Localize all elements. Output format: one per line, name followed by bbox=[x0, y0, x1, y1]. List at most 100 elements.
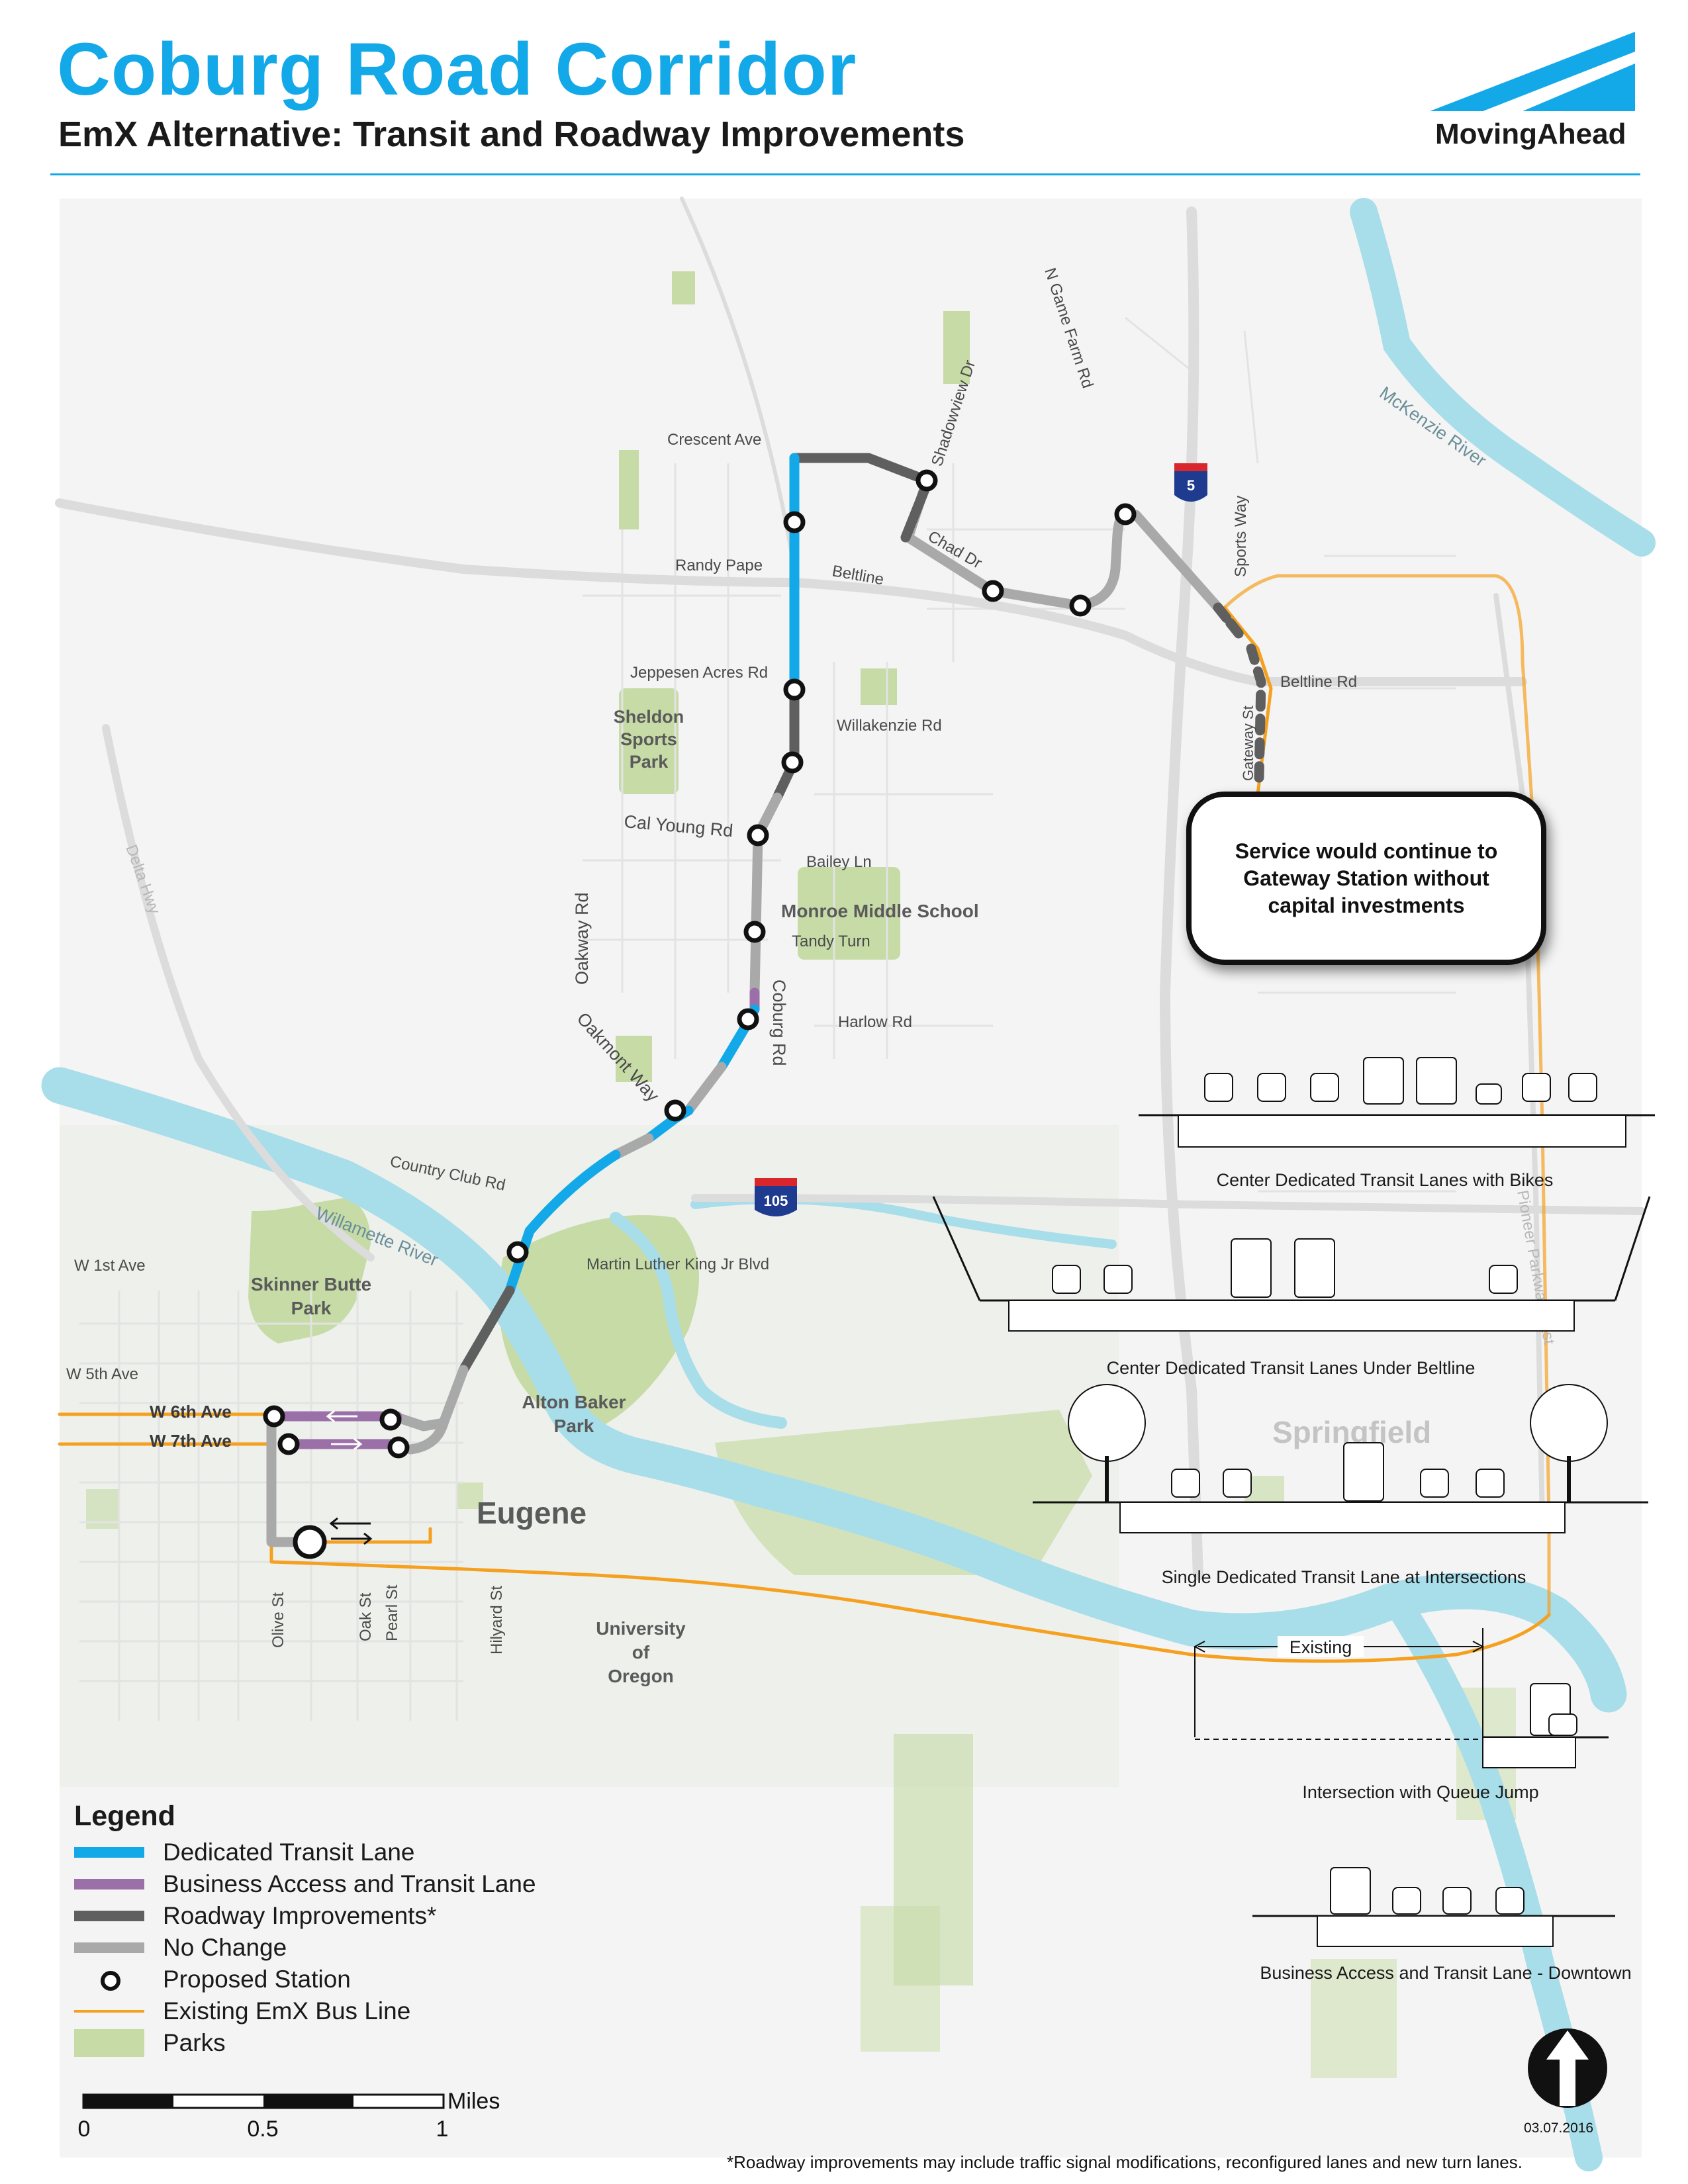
highway-5-shield: 5 bbox=[1174, 463, 1207, 502]
map-date: 03.07.2016 bbox=[1524, 2120, 1594, 2136]
station[interactable] bbox=[783, 678, 806, 701]
legend-label: Proposed Station bbox=[163, 1966, 351, 1993]
legend-swatch bbox=[74, 1938, 144, 1958]
station[interactable] bbox=[1114, 503, 1137, 525]
station[interactable] bbox=[743, 921, 766, 943]
legend-title: Legend bbox=[74, 1800, 175, 1832]
label-line: Park bbox=[554, 1416, 594, 1436]
cross-section-3: Single Dedicated Transit Lane at Interse… bbox=[1033, 1384, 1648, 1587]
station[interactable] bbox=[263, 1405, 285, 1428]
label-line: Park bbox=[291, 1298, 332, 1318]
cross-section-title: Center Dedicated Transit Lanes with Bike… bbox=[1217, 1170, 1554, 1190]
legend-label: No Change bbox=[163, 1934, 287, 1961]
legend-swatch bbox=[74, 1970, 144, 1991]
legend-symbol bbox=[74, 2010, 144, 2013]
roadway-improvements-segment[interactable] bbox=[458, 1285, 515, 1375]
street-label: Jeppesen Acres Rd bbox=[630, 664, 768, 682]
street-label: Gateway St bbox=[1240, 705, 1256, 781]
station[interactable] bbox=[737, 1008, 759, 1030]
legend-symbol bbox=[74, 1879, 144, 1889]
street-label: Willakenzie Rd bbox=[837, 717, 942, 735]
legend-label: Dedicated Transit Lane bbox=[163, 1839, 415, 1866]
station[interactable] bbox=[982, 580, 1004, 602]
legend-swatch bbox=[74, 1906, 144, 1926]
station[interactable] bbox=[664, 1099, 686, 1122]
no-change-segment[interactable] bbox=[749, 830, 763, 998]
street-label: Pearl St bbox=[383, 1584, 401, 1641]
cross-section-5: Business Access and Transit Lane - Downt… bbox=[1252, 1867, 1632, 1983]
station[interactable] bbox=[915, 469, 938, 492]
legend-item: No Change bbox=[74, 1932, 604, 1964]
no-change-segment[interactable] bbox=[683, 1062, 727, 1116]
legend-item: Roadway Improvements* bbox=[74, 1900, 604, 1932]
legend-item: Existing EmX Bus Line bbox=[74, 1995, 604, 2027]
cross-section-4: Existing Intersection with Queue Jump bbox=[1193, 1628, 1609, 1802]
station-symbol-icon bbox=[101, 1971, 120, 1991]
station[interactable] bbox=[379, 1408, 402, 1431]
street-label: W 1st Ave bbox=[74, 1257, 146, 1275]
brand-name: MovingAhead bbox=[1435, 118, 1626, 150]
street-label: Martin Luther King Jr Blvd bbox=[586, 1255, 769, 1273]
cross-section-2: Center Dedicated Transit Lanes Under Bel… bbox=[932, 1196, 1651, 1378]
legend-item: Proposed Station bbox=[74, 1964, 604, 1995]
north-arrow-icon bbox=[1528, 2028, 1607, 2108]
station[interactable] bbox=[277, 1433, 300, 1455]
street-label: Randy Pape bbox=[675, 557, 763, 574]
highway-105-label: 105 bbox=[764, 1193, 788, 1209]
station[interactable] bbox=[783, 511, 806, 533]
dedicated-transit-lane-segment[interactable] bbox=[504, 1150, 621, 1296]
legend-symbol bbox=[74, 1942, 144, 1953]
gateway-callout: Service would continue to Gateway Statio… bbox=[1186, 792, 1546, 965]
transit-center-arrows bbox=[329, 1517, 373, 1545]
cross-section-title: Center Dedicated Transit Lanes Under Bel… bbox=[1107, 1358, 1476, 1378]
direction-arrows bbox=[326, 1410, 363, 1451]
scale-bar: Miles 0 0.5 1 bbox=[78, 2089, 500, 2142]
label-line: Sports bbox=[620, 729, 677, 749]
cross-section-title: Business Access and Transit Lane - Downt… bbox=[1260, 1963, 1631, 1983]
station[interactable] bbox=[387, 1436, 410, 1459]
proposed-stations[interactable] bbox=[263, 469, 1137, 1559]
transit-center-station[interactable] bbox=[293, 1525, 327, 1559]
cross-section-1: Center Dedicated Transit Lanes with Bike… bbox=[1139, 1057, 1655, 1190]
page-title: Coburg Road Corridor bbox=[57, 28, 857, 111]
legend-swatch bbox=[74, 1843, 144, 1862]
legend-swatch bbox=[74, 2029, 144, 2057]
station[interactable] bbox=[781, 751, 804, 774]
station[interactable] bbox=[1069, 594, 1092, 617]
station[interactable] bbox=[506, 1241, 529, 1263]
callout-text: Service would continue to Gateway Statio… bbox=[1235, 839, 1498, 917]
roadway-improvements-segment[interactable] bbox=[1213, 602, 1246, 642]
label-line: of bbox=[632, 1642, 650, 1662]
footnote: *Roadway improvements may include traffi… bbox=[727, 2152, 1523, 2172]
scale-tick: 0 bbox=[78, 2116, 91, 2142]
queue-jump-existing-label: Existing bbox=[1289, 1637, 1352, 1657]
scale-tick: 0.5 bbox=[247, 2116, 278, 2142]
street-label: Coburg Rd bbox=[769, 979, 789, 1066]
page-subtitle: EmX Alternative: Transit and Roadway Imp… bbox=[58, 114, 965, 154]
street-label: Oakway Rd bbox=[572, 892, 592, 985]
legend-item: Dedicated Transit Lane bbox=[74, 1837, 604, 1868]
station[interactable] bbox=[747, 824, 769, 846]
legend-swatch bbox=[74, 1874, 144, 1894]
street-label: W 7th Ave bbox=[150, 1431, 232, 1451]
legend-item: Parks bbox=[74, 2027, 604, 2059]
highway-105-shield: 105 bbox=[755, 1178, 797, 1216]
school-label: Monroe Middle School bbox=[781, 901, 979, 921]
header-divider bbox=[50, 173, 1640, 175]
no-change-segment[interactable] bbox=[610, 1133, 654, 1160]
street-label: Bailey Ln bbox=[806, 853, 872, 871]
cross-section-title: Intersection with Queue Jump bbox=[1302, 1782, 1538, 1802]
roadway-improvements-segment[interactable] bbox=[789, 453, 931, 485]
street-label: Tandy Turn bbox=[792, 933, 870, 950]
label-line: Park bbox=[630, 752, 669, 772]
label-line: Sheldon bbox=[614, 707, 684, 727]
roadway-improvements-segment[interactable] bbox=[1246, 643, 1266, 783]
legend-label: Parks bbox=[163, 2029, 226, 2056]
legend-label: Existing EmX Bus Line bbox=[163, 1997, 411, 2025]
